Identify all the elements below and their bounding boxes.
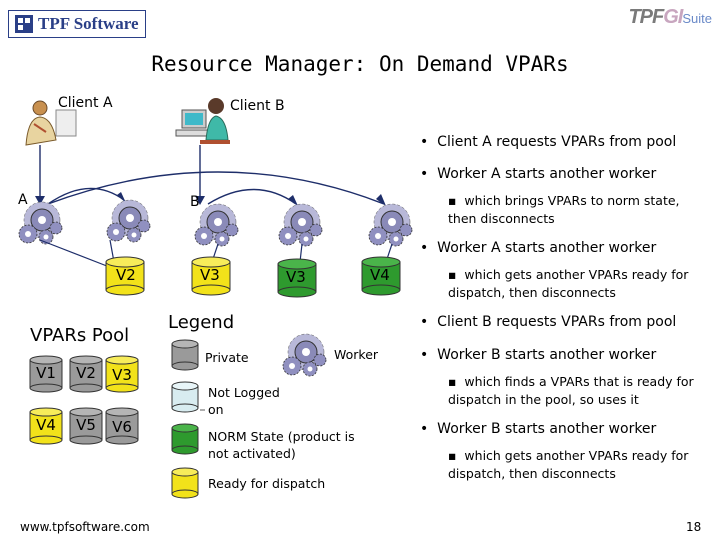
bullet-item: • Worker B starts another worker: [420, 347, 657, 363]
gear-icon: [194, 203, 239, 247]
sub-bullet-text: which finds a VPARs that is ready for di…: [448, 374, 694, 407]
gear-icon: [106, 199, 151, 243]
pool-cell: V5: [76, 416, 96, 434]
client-a-icon: [25, 100, 77, 146]
pool-cell: V4: [36, 416, 56, 434]
sub-bullet-item: ▪ which finds a VPARs that is ready for …: [448, 374, 694, 407]
gear-icon: [18, 201, 63, 245]
sub-bullet-text: which gets another VPARs ready for dispa…: [448, 267, 689, 300]
suite-logo-suite: Suite: [682, 11, 712, 26]
client-a-label: Client A: [58, 95, 113, 111]
legend-ready: Ready for dispatch: [208, 476, 326, 491]
legend-title: Legend: [168, 312, 235, 333]
legend-private: Private: [205, 350, 249, 365]
arc-a-worker5: [47, 171, 385, 205]
bullet-item: • Worker A starts another worker: [420, 240, 657, 256]
legend-private-cylinder: [171, 339, 199, 371]
legend-ready-cylinder: [171, 467, 199, 499]
gear-icon: [368, 203, 413, 247]
sub-bullet-text: which brings VPARs to norm state, then d…: [448, 193, 680, 226]
node-b-label: B: [190, 194, 200, 210]
bullet-item: • Worker B starts another worker: [420, 421, 657, 437]
vpar-label: V4: [370, 266, 390, 284]
gear-icon: [278, 203, 323, 247]
pool-cell: V1: [36, 364, 56, 382]
pool-title: VPARs Pool: [30, 325, 130, 346]
pool-cell: V3: [112, 366, 132, 384]
sub-bullet-item: ▪ which gets another VPARs ready for dis…: [448, 267, 689, 300]
vpar-cylinder: [191, 256, 231, 296]
legend-norm-state: NORM State (product is not activated): [208, 429, 355, 461]
vpar-label: V3: [286, 268, 306, 286]
page-number: 18: [686, 520, 702, 534]
tpf-logo-text: TPF Software: [38, 14, 139, 33]
arc-a-worker2: [47, 187, 125, 205]
bullet-text: Client A requests VPARs from pool: [437, 134, 677, 150]
page-title: Resource Manager: On Demand VPARs: [151, 52, 569, 76]
tpf-logo: TPF Software: [8, 10, 146, 38]
bullet-text: Worker A starts another worker: [437, 240, 657, 256]
bullet-text: Worker B starts another worker: [437, 421, 657, 437]
suite-logo-tpf: TPF: [628, 6, 664, 28]
client-b-label: Client B: [230, 98, 285, 114]
pool-cell: V6: [112, 418, 132, 436]
legend-gear-icon: [282, 333, 327, 377]
node-a-label: A: [18, 192, 28, 208]
tpfgi-suite-logo: TPFGISuite: [628, 6, 712, 29]
pool-cell: V2: [76, 364, 96, 382]
tpf-logo-icon: [15, 15, 33, 33]
bullet-item: • Worker A starts another worker: [420, 166, 657, 182]
bullet-text: Worker B starts another worker: [437, 347, 657, 363]
bullet-text: Client B requests VPARs from pool: [437, 314, 677, 330]
footer-url: www.tpfsoftware.com: [20, 520, 150, 534]
bullet-item: • Client A requests VPARs from pool: [420, 134, 677, 150]
vpar-label: V2: [116, 266, 136, 284]
vpar-cylinder: [361, 256, 401, 296]
sub-bullet-item: ▪ which gets another VPARs ready for dis…: [448, 448, 689, 481]
sub-bullet-text: which gets another VPARs ready for dispa…: [448, 448, 689, 481]
bullet-item: • Client B requests VPARs from pool: [420, 314, 677, 330]
vpar-cylinder: [105, 256, 145, 296]
legend-notlogged-cylinder: [171, 381, 199, 413]
legend-worker: Worker: [334, 347, 379, 362]
legend-not-logged-on: Not Logged on: [208, 385, 280, 417]
vpar-label: V3: [200, 266, 220, 284]
vpar-cylinder: [277, 258, 317, 298]
sub-bullet-item: ▪ which brings VPARs to norm state, then…: [448, 193, 680, 226]
pool-cylinders: [29, 355, 139, 445]
client-b-icon: [175, 98, 230, 144]
bullet-text: Worker A starts another worker: [437, 166, 657, 182]
suite-logo-gi: GI: [663, 6, 683, 28]
arc-b-worker4: [207, 188, 297, 205]
legend-norm-cylinder: [171, 423, 199, 455]
